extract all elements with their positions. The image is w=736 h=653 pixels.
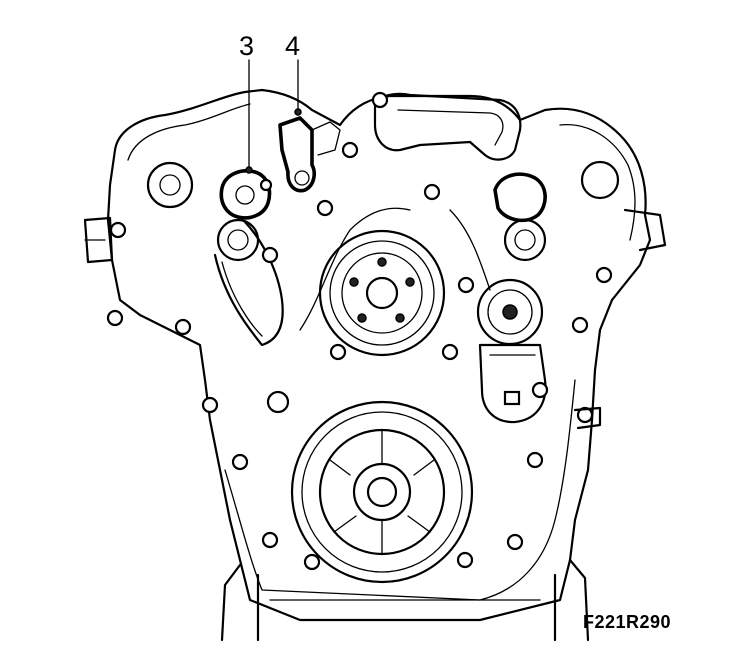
- right-idler-hub: [514, 229, 536, 251]
- part-3-sensor: [219, 169, 272, 220]
- part-3-bore: [235, 185, 255, 205]
- part-4-bore: [294, 170, 310, 186]
- right-bracket: [623, 208, 667, 252]
- cover-rib: [559, 124, 636, 241]
- pulley-rim: [329, 240, 435, 346]
- right-cam-sprocket: [580, 160, 620, 200]
- block-left-edge: [220, 563, 242, 642]
- pulley-face: [341, 252, 423, 334]
- figure-code: F221R290: [583, 612, 672, 632]
- water-outlet-housing: [373, 92, 522, 161]
- cover-rib: [127, 103, 251, 161]
- cover-rib: [224, 379, 576, 601]
- tensioner-arm: [213, 220, 284, 347]
- timing-cover-outline: [106, 88, 652, 622]
- leader-dot-4: [294, 108, 302, 116]
- left-bracket: [83, 216, 114, 264]
- outlet-inner: [397, 109, 504, 146]
- left-cam-sprocket: [146, 161, 194, 209]
- idler-center-bolt: [502, 304, 518, 320]
- cover-rib: [449, 209, 491, 291]
- callout-label-3: 3: [239, 31, 255, 61]
- pulley-bolt: [357, 313, 367, 323]
- tensioner-bolt: [503, 390, 521, 406]
- bolt: [259, 178, 273, 192]
- part-4-sensor: [278, 116, 316, 193]
- cover-bolts: [106, 91, 613, 571]
- pulley-bolt: [377, 257, 387, 267]
- block-right-edge: [568, 558, 590, 642]
- crank-hub: [352, 462, 412, 522]
- tensioner-arm-edge: [221, 261, 263, 337]
- right-lower-bracket: [573, 406, 602, 430]
- right-idler: [503, 218, 547, 262]
- idler-rim-right: [487, 289, 533, 335]
- idler-pulley-left: [216, 218, 260, 262]
- pulley-bolt: [349, 277, 359, 287]
- crankshaft-pulley: [290, 400, 474, 584]
- right-cam-sensor: [493, 172, 547, 223]
- crank-pulley-groove: [301, 411, 463, 573]
- pulley-bolt: [405, 277, 415, 287]
- pulley-bolt: [395, 313, 405, 323]
- idler-hub-left: [227, 229, 249, 251]
- cover-rib: [299, 207, 411, 331]
- callout-label-4: 4: [285, 31, 301, 61]
- part-4-mount: [311, 121, 341, 156]
- crank-spokes: [329, 429, 435, 555]
- water-pump-pulley: [318, 229, 446, 357]
- crank-bolt: [366, 476, 398, 508]
- left-cam-hub: [159, 174, 181, 196]
- leader-dot-3: [245, 166, 253, 174]
- pulley-hub: [365, 276, 399, 310]
